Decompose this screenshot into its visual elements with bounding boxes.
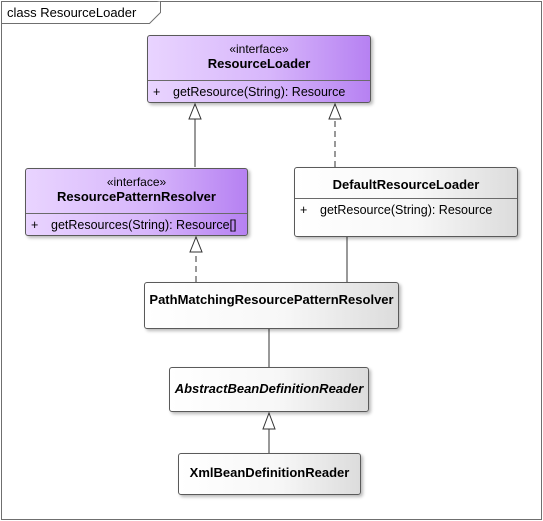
edge-resolver-extends-loader-arrowhead: [188, 102, 202, 120]
operation-signature: getResource(String): Resource: [320, 203, 493, 217]
class-header: PathMatchingResourcePatternResolver: [145, 283, 398, 308]
stereotype: «interface»: [106, 175, 167, 189]
class-name: PathMatchingResourcePatternResolver: [149, 292, 394, 307]
class-header: «interface» ResourcePatternResolver: [26, 169, 247, 205]
class-xml-bean-definition-reader[interactable]: XmlBeanDefinitionReader: [178, 453, 361, 495]
class-path-matching-resource-pattern-resolver[interactable]: PathMatchingResourcePatternResolver: [144, 282, 399, 329]
operation-signature: getResources(String): Resource[]: [51, 218, 237, 232]
operations-compartment: + getResource(String): Resource: [148, 80, 370, 101]
operation[interactable]: + getResources(String): Resource[]: [26, 216, 247, 234]
operation[interactable]: + getResource(String): Resource: [148, 83, 370, 101]
class-abstract-bean-definition-reader[interactable]: AbstractBeanDefinitionReader: [169, 367, 369, 412]
operation-visibility: +: [153, 85, 161, 99]
diagram-title: class ResourceLoader: [7, 5, 137, 20]
operation-visibility: +: [300, 203, 308, 217]
class-header: XmlBeanDefinitionReader: [179, 454, 360, 481]
frame-tab-shape: [1, 1, 161, 24]
class-name: ResourcePatternResolver: [57, 189, 216, 204]
operation-visibility: +: [31, 218, 39, 232]
operations-compartment: + getResource(String): Resource: [295, 198, 517, 219]
class-header: «interface» ResourceLoader: [148, 36, 370, 72]
class-name: DefaultResourceLoader: [332, 177, 480, 192]
stereotype: «interface»: [229, 42, 289, 56]
operation[interactable]: + getResource(String): Resource: [295, 201, 517, 219]
edge-xml-extends-abstract-arrowhead: [262, 411, 276, 430]
operation-signature: getResource(String): Resource: [173, 85, 346, 99]
class-name: XmlBeanDefinitionReader: [189, 465, 350, 480]
class-resource-pattern-resolver[interactable]: «interface» ResourcePatternResolver + ge…: [25, 168, 248, 236]
edge-default-implements-loader-arrowhead: [328, 102, 342, 120]
class-header: AbstractBeanDefinitionReader: [170, 368, 368, 397]
operations-compartment: + getResources(String): Resource[]: [26, 213, 247, 234]
class-name: AbstractBeanDefinitionReader: [174, 381, 364, 396]
class-name: ResourceLoader: [207, 56, 311, 71]
class-resource-loader[interactable]: «interface» ResourceLoader + getResource…: [147, 35, 371, 103]
class-header: DefaultResourceLoader: [295, 168, 517, 193]
class-default-resource-loader[interactable]: DefaultResourceLoader + getResource(Stri…: [294, 167, 518, 237]
edge-pathmatching-implements-resolver-arrowhead: [189, 235, 203, 253]
